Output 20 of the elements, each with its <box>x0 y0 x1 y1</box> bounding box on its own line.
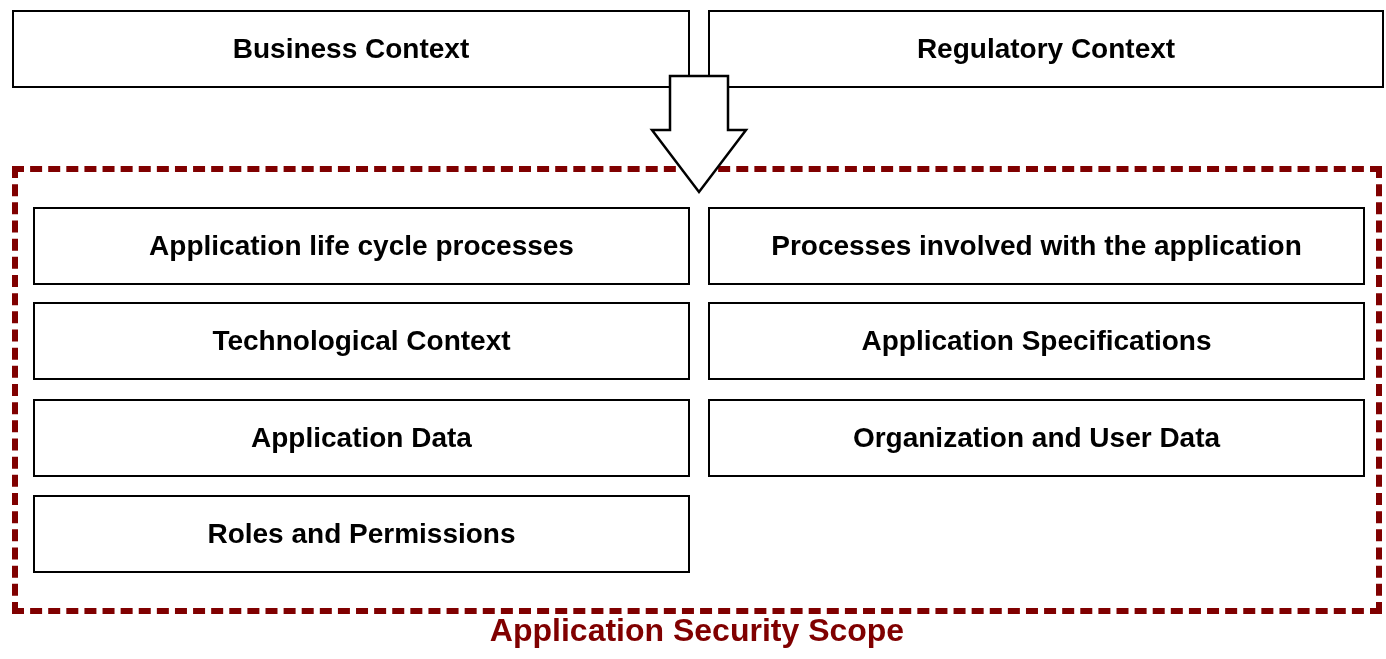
process-box <box>33 495 690 573</box>
process-box <box>708 207 1365 285</box>
box-label: Organization and User Data <box>852 422 1221 454</box>
process-box <box>708 10 1384 88</box>
process-box <box>12 10 690 88</box>
block-arrow <box>649 74 749 195</box>
box-label: Processes involved with the application <box>771 230 1302 262</box>
process-box <box>708 302 1365 380</box>
box-label: Application Data <box>251 422 472 454</box>
frame-title: Application Security Scope <box>488 612 906 649</box>
box-label: Business Context <box>232 33 470 65</box>
box-label: Roles and Permissions <box>207 518 516 550</box>
process-box <box>708 399 1365 477</box>
box-label: Technological Context <box>212 325 511 357</box>
process-box <box>33 302 690 380</box>
box-label: Regulatory Context <box>916 33 1176 65</box>
process-box <box>33 399 690 477</box>
process-box <box>33 207 690 285</box>
box-label: Application Specifications <box>861 325 1212 357</box>
box-label: Application life cycle processes <box>149 230 574 262</box>
